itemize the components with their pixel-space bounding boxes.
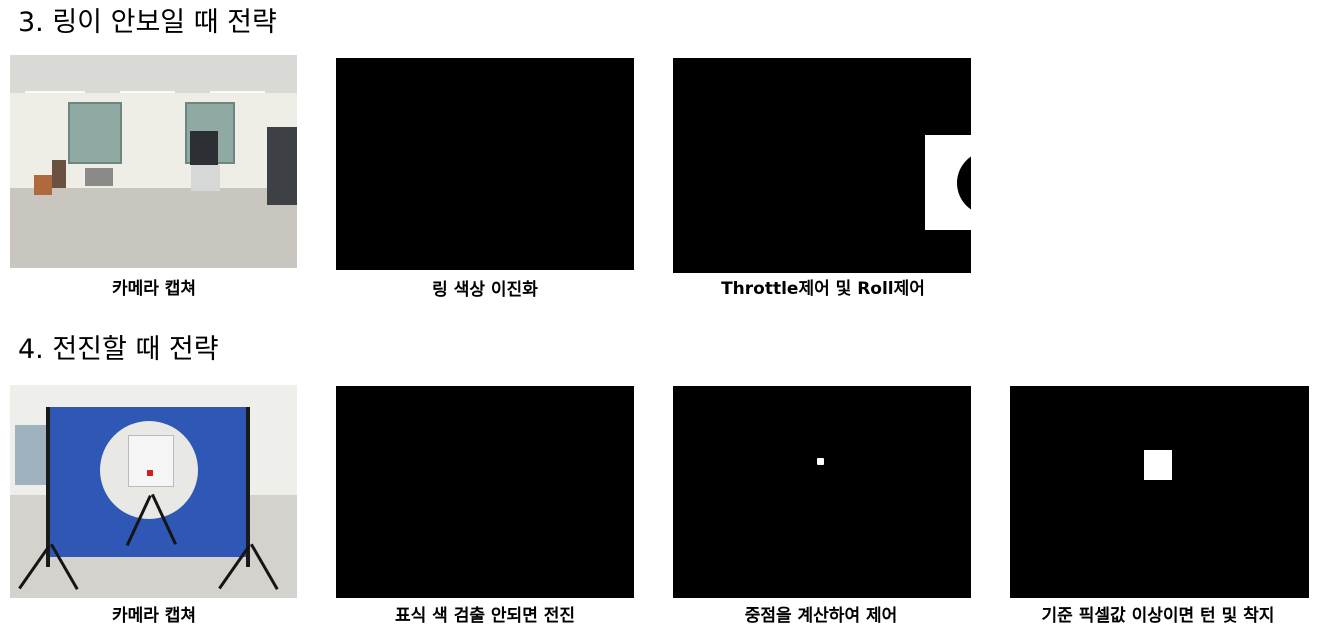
binarized-ring-image <box>336 58 634 270</box>
caption-center-control: 중점을 계산하여 제어 <box>744 606 898 626</box>
turn-landing-image <box>1010 386 1309 598</box>
section3-title: 3. 링이 안보일 때 전략 <box>18 7 277 38</box>
caption-turn-landing: 기준 픽셀값 이상이면 턴 및 착지 <box>1041 606 1275 626</box>
stand-pole-left <box>46 407 50 567</box>
cabinet <box>267 127 297 205</box>
gate-camera-photo <box>10 385 297 598</box>
window <box>68 102 122 164</box>
large-marker-blob <box>1144 450 1172 480</box>
floor <box>10 188 297 268</box>
caption-throttle-roll: Throttle제어 및 Roll제어 <box>721 279 925 299</box>
throttle-roll-image <box>673 58 971 273</box>
caption-ring-binarize: 링 색상 이진화 <box>432 280 538 300</box>
ceiling <box>10 55 297 93</box>
marker-color-detection-image <box>336 386 634 598</box>
caption-detect-forward: 표식 색 검출 안되면 전진 <box>394 606 576 626</box>
section4-title: 4. 전진할 때 전략 <box>18 334 219 365</box>
center-point-image <box>673 386 971 598</box>
red-marker <box>147 470 153 476</box>
room-camera-photo <box>10 55 297 268</box>
box <box>52 160 66 188</box>
small-marker-blob <box>817 458 824 465</box>
stand-pole-right <box>246 407 250 567</box>
radiator <box>85 168 113 186</box>
marker-board <box>128 435 174 487</box>
box <box>34 175 52 195</box>
caption-camera-capture: 카메라 캡쳐 <box>111 606 197 626</box>
server-rack <box>190 131 218 165</box>
window <box>15 425 50 485</box>
ring-black-circle <box>957 151 971 215</box>
white-cabinet <box>191 165 220 191</box>
caption-camera-capture: 카메라 캡쳐 <box>111 279 197 299</box>
